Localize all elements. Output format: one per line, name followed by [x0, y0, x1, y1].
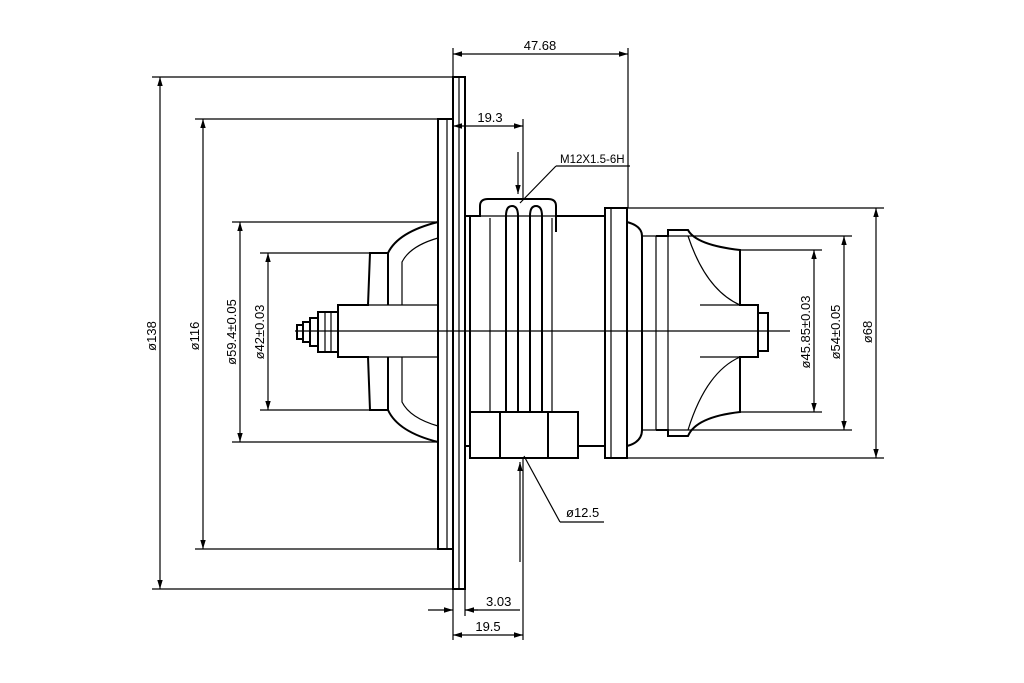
dim-thread-spec: M12X1.5-6H [515, 152, 630, 204]
dim-heatshield-dia: ø68 [627, 207, 884, 459]
dim-backplate-dia-label: ø116 [187, 322, 202, 351]
dim-flange-to-housing: 19.5 [453, 458, 524, 640]
dim-thread-offset-label: 19.3 [477, 110, 502, 125]
flange [437, 76, 466, 590]
dim-turbine-exducer-dia: ø45.85±0.03 [740, 249, 822, 413]
shaft-nut [296, 311, 339, 353]
dim-backplate-dia: ø116 [187, 118, 438, 550]
bearing-housing [464, 198, 606, 459]
dim-turbine-wheel-dia-label: ø54±0.05 [828, 305, 843, 360]
dim-flange-dia: ø138 [144, 76, 453, 590]
dim-turbine-wheel-dia: ø54±0.05 [668, 235, 852, 431]
dim-thread-offset: 19.3 [453, 110, 524, 199]
dim-overall-length-label: 47.68 [524, 38, 557, 53]
dim-flange-thickness-label: 3.03 [486, 594, 511, 609]
heat-shield [604, 207, 657, 459]
turbine-wheel [656, 229, 769, 437]
dim-compressor-inducer-dia-label: ø42±0.03 [252, 305, 267, 360]
dim-overall-length: 47.68 [452, 38, 629, 208]
dim-compressor-inducer-dia: ø42±0.03 [252, 252, 370, 411]
dim-flange-thickness: 3.03 [428, 589, 520, 640]
dim-oil-port-dia-label: ø12.5 [566, 505, 599, 520]
dim-thread-spec-label: M12X1.5-6H [560, 154, 625, 166]
dim-compressor-wheel-dia-label: ø59.4±0.05 [224, 299, 239, 365]
compressor-wheel [337, 221, 439, 443]
dim-flange-dia-label: ø138 [144, 321, 159, 351]
dim-turbine-exducer-dia-label: ø45.85±0.03 [798, 296, 813, 369]
dim-flange-to-housing-label: 19.5 [475, 619, 500, 634]
dim-compressor-wheel-dia: ø59.4±0.05 [224, 221, 438, 443]
dim-heatshield-dia-label: ø68 [860, 321, 875, 343]
dim-oil-port-dia: ø12.5 [517, 455, 604, 562]
